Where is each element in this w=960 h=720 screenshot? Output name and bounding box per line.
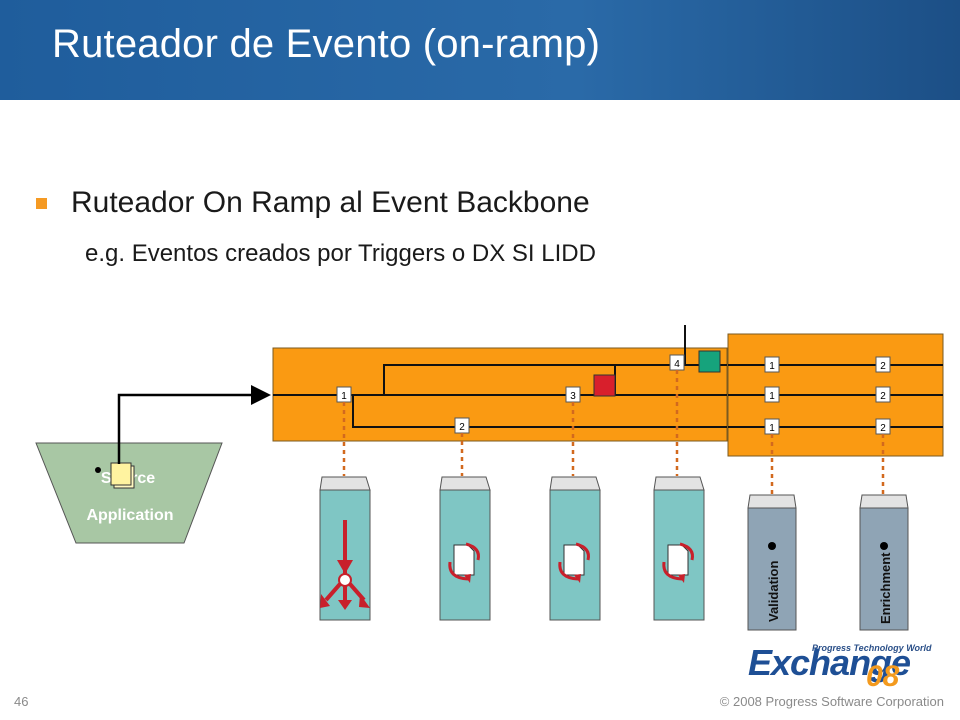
router-lines (273, 325, 943, 428)
service-container-2 (439, 476, 491, 621)
marker-right-2a: 2 (875, 356, 891, 373)
marker-right-2c: 2 (875, 418, 891, 435)
bullet-text: Ruteador On Ramp al Event Backbone (71, 186, 590, 219)
svg-text:1: 1 (769, 423, 775, 434)
document-cycle-icon (448, 542, 480, 583)
svg-text:2: 2 (880, 391, 886, 402)
enrichment-container: Enrichment (859, 494, 909, 631)
marker-1: 1 (336, 386, 352, 403)
document-cycle-icon (662, 542, 694, 583)
logo-subtitle: Progress Technology World (812, 643, 932, 653)
marker-right-1b: 1 (764, 386, 780, 403)
exchange-logo: Exchange (748, 642, 911, 683)
source-label-line2: Application (86, 507, 173, 524)
svg-text:3: 3 (570, 391, 576, 402)
service-container-1 (319, 476, 371, 621)
enrichment-label: Enrichment (878, 552, 893, 624)
validation-container: Validation (747, 494, 797, 631)
marker-right-2b: 2 (875, 386, 891, 403)
svg-text:1: 1 (769, 361, 775, 372)
marker-3: 3 (565, 386, 581, 403)
source-connector-line (117, 385, 271, 464)
event-document-icon (95, 462, 135, 489)
svg-text:4: 4 (674, 359, 680, 370)
sub-bullet-text: e.g. Eventos creados por Triggers o DX S… (85, 240, 596, 267)
marker-right-1c: 1 (764, 418, 780, 435)
title-bar: Ruteador de Evento (on-ramp) (0, 0, 960, 100)
bullet-square-icon (36, 197, 47, 209)
green-event-square (698, 350, 721, 373)
svg-text:1: 1 (769, 391, 775, 402)
dotted-connectors (342, 370, 885, 494)
split-arrow-icon (320, 520, 370, 610)
logo-year: 08 (866, 660, 900, 693)
marker-4: 4 (669, 354, 685, 371)
service-container-4 (653, 476, 705, 621)
bullet-item: Ruteador On Ramp al Event Backbone (36, 186, 590, 220)
marker-right-1a: 1 (764, 356, 780, 373)
document-cycle-icon (558, 542, 590, 583)
validation-label: Validation (766, 561, 781, 622)
service-container-3 (549, 476, 601, 621)
red-event-square (593, 374, 616, 397)
slide-number: 46 (14, 694, 29, 709)
source-application-shape (35, 442, 223, 544)
svg-text:1: 1 (341, 391, 347, 402)
marker-2: 2 (454, 417, 470, 434)
svg-text:2: 2 (459, 422, 465, 433)
svg-text:2: 2 (880, 361, 886, 372)
slide-title: Ruteador de Evento (on-ramp) (52, 22, 601, 66)
svg-text:2: 2 (880, 423, 886, 434)
copyright-text: © 2008 Progress Software Corporation (719, 694, 944, 709)
